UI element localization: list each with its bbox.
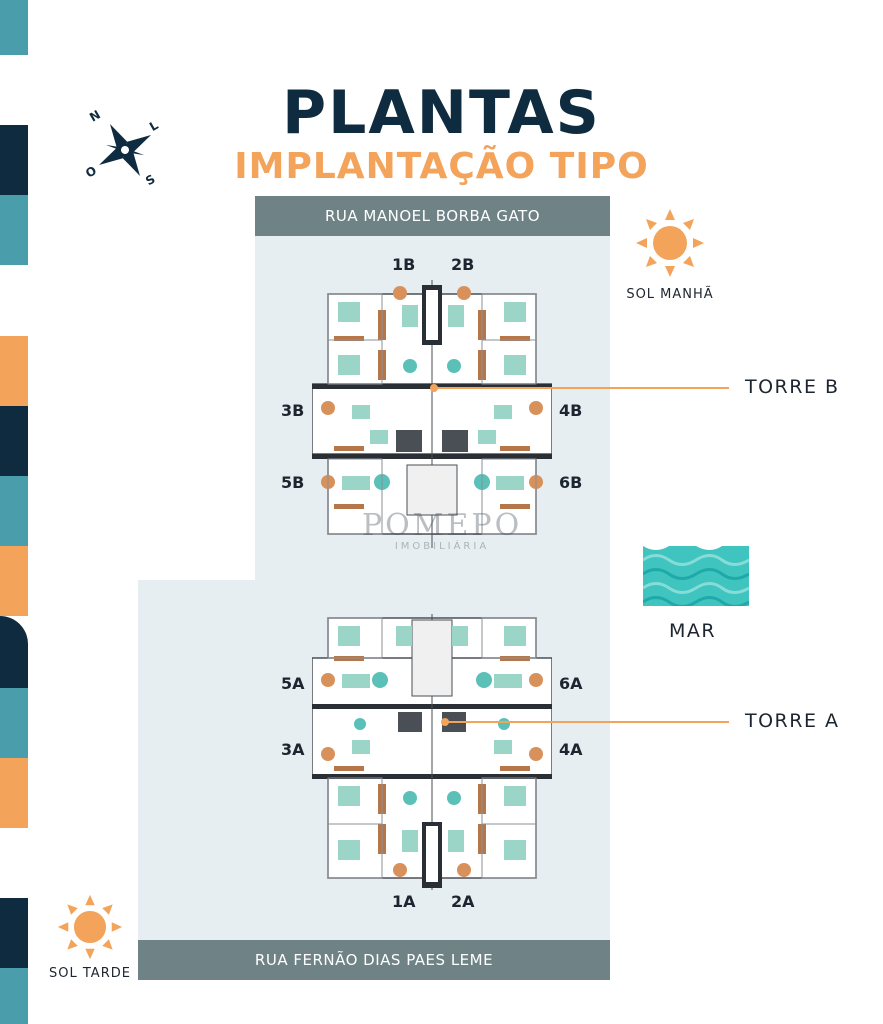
watermark-sub: IMOBILIÁRIA [394,541,490,552]
sun-afternoon-label: SOL TARDE [49,966,131,981]
sea-label: MAR [669,620,717,642]
watermark-brand: POMEPO [362,508,523,543]
tower-b-label: TORRE B [745,376,840,398]
edge-stripe [0,546,28,616]
page-subtitle: IMPLANTAÇÃO TIPO [234,146,649,187]
unit-label-5a: 5A [281,674,305,693]
sun-icon [57,894,123,960]
edge-stripe [0,0,28,55]
unit-label-2a: 2A [451,892,475,911]
waves-icon [642,542,750,608]
unit-label-3b: 3B [281,401,305,420]
sun-afternoon [56,893,124,961]
edge-stripe [0,195,28,265]
unit-label-5b: 5B [281,473,305,492]
street-top: RUA MANOEL BORBA GATO [255,196,610,236]
tower-b-leader [434,387,729,389]
edge-stripe [0,406,28,476]
tower-a-floorplan [311,614,553,890]
unit-label-4a: 4A [559,740,583,759]
unit-label-6a: 6A [559,674,583,693]
street-bottom: RUA FERNÃO DIAS PAES LEME [138,940,610,980]
unit-label-3a: 3A [281,740,305,759]
unit-label-1a: 1A [392,892,416,911]
edge-stripe [0,898,28,968]
tower-a-label: TORRE A [745,710,840,732]
edge-stripe [0,758,28,828]
page-title: PLANTAS [282,78,601,148]
tower-a-leader [445,721,729,723]
edge-stripe [0,125,28,195]
unit-label-6b: 6B [559,473,583,492]
sun-morning-label: SOL MANHÃ [626,287,714,302]
unit-label-1b: 1B [392,255,416,274]
edge-stripe [0,968,28,1024]
tower-b-floorplan [311,280,553,548]
edge-stripe [0,688,28,758]
edge-stripe [0,336,28,406]
sea-waves [642,542,750,608]
edge-stripe [0,476,28,546]
sun-morning [634,207,706,279]
compass: N L S O [80,105,170,195]
unit-label-4b: 4B [559,401,583,420]
edge-stripe [0,616,28,688]
sun-icon [636,209,704,277]
unit-label-2b: 2B [451,255,475,274]
watermark-logo: POMEPO IMOBILIÁRIA [362,508,522,552]
compass-rose-icon [99,124,151,176]
